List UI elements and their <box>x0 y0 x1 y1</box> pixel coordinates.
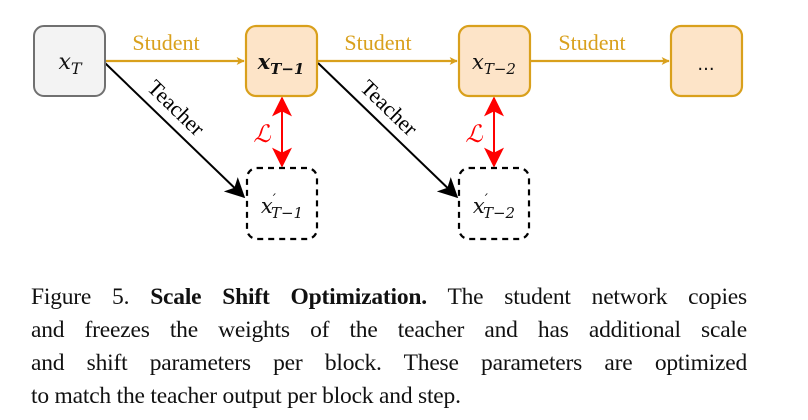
caption-title: Scale Shift Optimization. <box>150 284 427 310</box>
svg-text:x′T−1: x′T−1 <box>261 192 303 222</box>
node-teacher-x-T-minus-1: x′T−1 <box>245 166 319 241</box>
caption-line-2: and freezes the weights of the teacher a… <box>31 317 747 343</box>
node-x-T-minus-2: xT−2 <box>457 24 532 98</box>
caption-line-4: to match the teacher output per block an… <box>31 383 461 409</box>
loss-label-2: ℒ <box>465 120 483 148</box>
caption-prefix: Figure 5. <box>31 284 130 310</box>
loss-label-1: ℒ <box>253 120 271 148</box>
node-teacher-x-T-minus-2: x′T−2 <box>457 166 531 241</box>
student-label-2: Student <box>344 30 411 55</box>
teacher-arrow-2 <box>317 62 459 199</box>
caption-text-1: The student network copies <box>447 284 747 310</box>
teacher-arrow-1 <box>104 62 246 199</box>
scale-shift-diagram: Student Student Student Teacher Teacher … <box>33 24 744 241</box>
loss-edges: ℒ ℒ <box>253 96 504 168</box>
svg-text:...: ... <box>697 54 714 75</box>
caption-line-3: and shift parameters per block. These pa… <box>31 350 747 376</box>
node-x-T-minus-1: xT−1 <box>244 24 319 98</box>
caption-line-1: Figure 5. Scale Shift Optimization. The … <box>31 281 747 314</box>
node-ellipsis: ... <box>669 24 744 98</box>
student-label-3: Student <box>558 30 625 55</box>
student-label-1: Student <box>132 30 199 55</box>
student-edges: Student Student Student <box>105 30 670 65</box>
svg-text:xT: xT <box>58 50 82 78</box>
figure-caption: Figure 5. Scale Shift Optimization. The … <box>31 281 747 413</box>
node-x-T: xT <box>33 25 106 97</box>
svg-text:x′T−2: x′T−2 <box>473 192 515 222</box>
svg-text:xT−2: xT−2 <box>472 50 516 78</box>
svg-text:xT−1: xT−1 <box>257 49 305 78</box>
